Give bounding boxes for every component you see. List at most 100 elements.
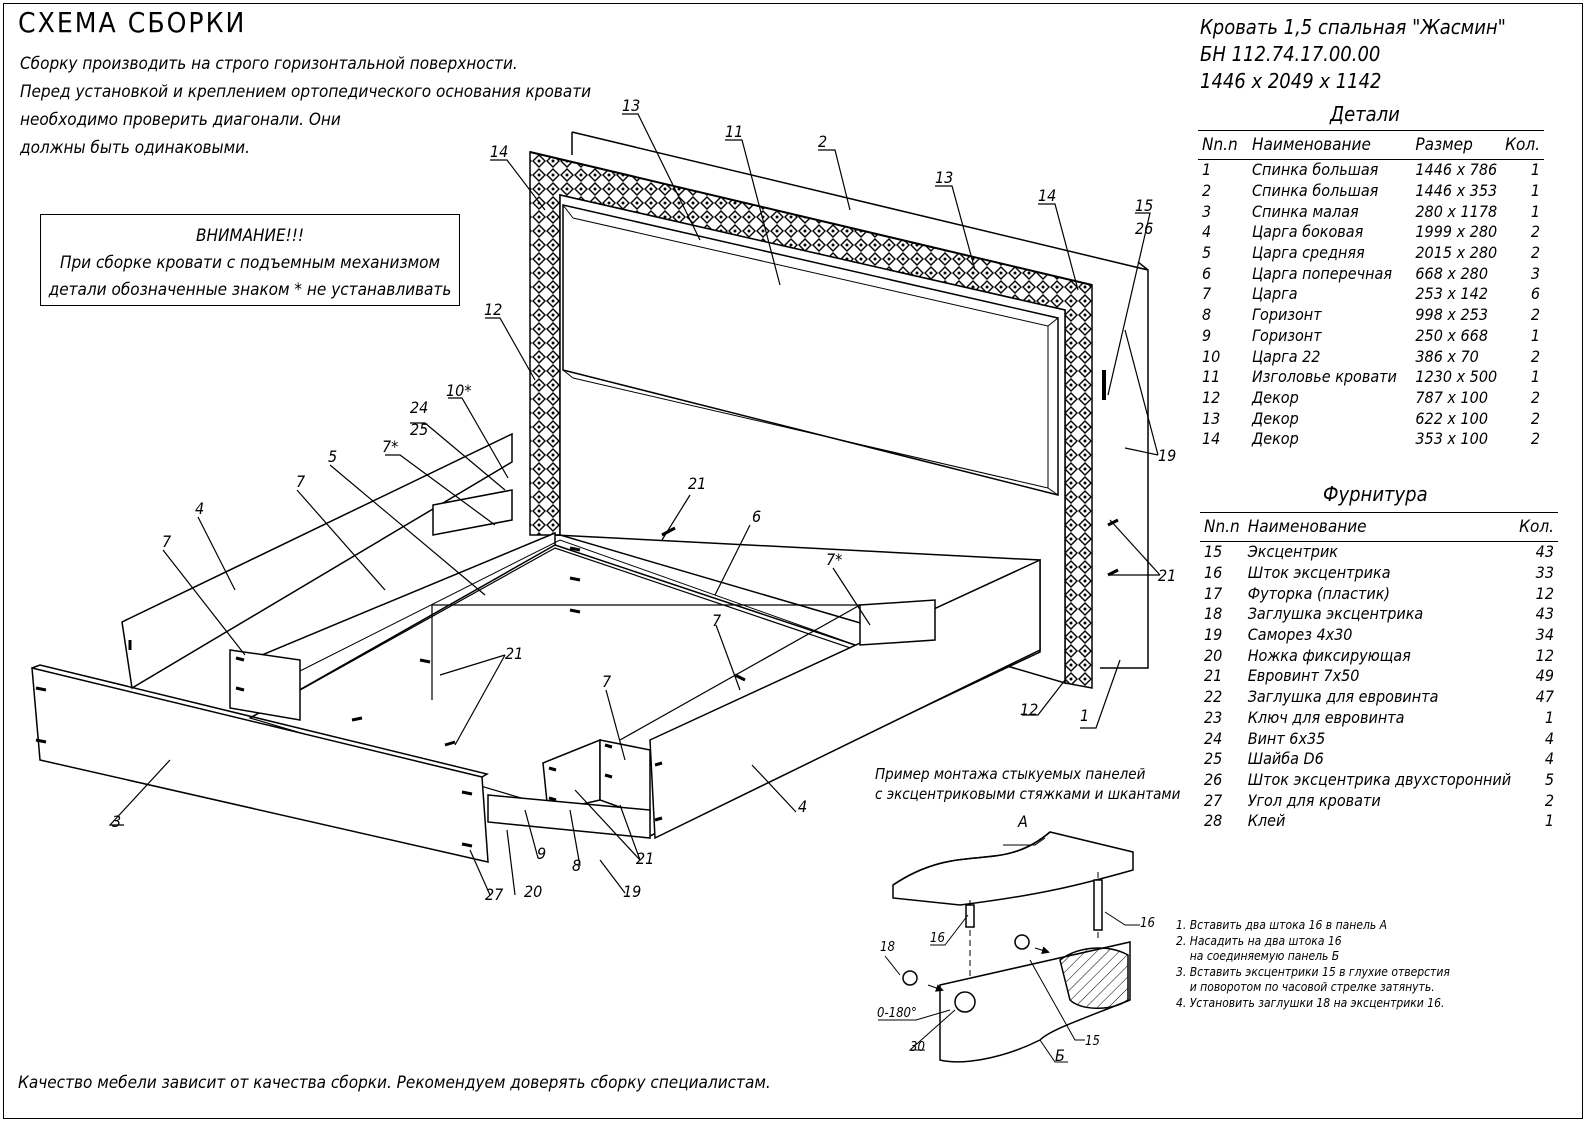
hardware-num: 17 [1204,583,1223,603]
parts-title: Детали [1330,102,1400,126]
callout-9: 9 [537,844,547,863]
part-num: 8 [1202,305,1212,325]
callout-4: 4 [195,499,205,518]
hardware-qty: 2 [1544,790,1554,810]
col-size: Размер [1411,130,1502,160]
hardware-qty: 47 [1535,687,1554,707]
hardware-name: Шток эксцентрика [1247,563,1391,583]
warning-line: детали обозначенные знаком * не устанавл… [48,280,452,300]
col-num: Nn.n [1198,130,1248,160]
hardware-name: Угол для кровати [1247,790,1381,810]
hardware-qty: 12 [1535,645,1554,665]
footboard [31,667,489,863]
part-size: 622 x 100 [1415,408,1488,428]
callout-13: 13 [622,96,641,115]
part-name: Декор [1252,387,1299,407]
part-name: Горизонт [1252,325,1322,345]
hardware-qty: 4 [1544,749,1554,769]
hardware-qty: 12 [1535,583,1554,603]
callout-7: 7 [296,472,306,491]
detail-label-b: Б [1055,1046,1065,1065]
part-size: 353 x 100 [1415,429,1488,449]
hardware-name: Ножка фиксирующая [1247,645,1411,665]
hardware-name: Шайба D6 [1247,749,1324,769]
product-size: 1446 x 2049 x 1142 [1200,69,1382,93]
step-line: и поворотом по часовой стрелке затянуть. [1176,980,1435,994]
part-num: 4 [1202,222,1212,242]
callout-19: 19 [623,882,642,901]
callout-12: 12 [484,300,503,319]
hardware-num: 28 [1204,811,1223,831]
example-caption: Пример монтажа стыкуемых панелей с эксце… [875,764,1180,804]
part-num: 11 [1202,367,1221,387]
part-num: 13 [1202,408,1221,428]
hardware-qty: 43 [1535,604,1554,624]
callout-15: 15 [1135,196,1154,215]
hardware-qty: 43 [1535,542,1554,562]
intro-line: Сборку производить на строго горизонталь… [20,54,518,74]
callout-7: 7 [712,611,722,630]
callout-7-star: 7* [826,550,843,569]
hardware-num: 27 [1204,790,1223,810]
hardware-name: Евровинт 7х50 [1247,666,1360,686]
hardware-qty: 1 [1544,811,1554,831]
part-qty: 2 [1530,222,1540,242]
part-qty: 3 [1530,263,1540,283]
col-name: Наименование [1243,512,1516,542]
part-name: Декор [1252,408,1299,428]
intro-text: Сборку производить на строго горизонталь… [20,50,591,162]
hardware-num: 18 [1204,604,1223,624]
detail-label-16: 16 [1140,916,1155,931]
hardware-num: 20 [1204,645,1223,665]
col-qty: Кол. [1515,512,1558,542]
hardware-qty: 4 [1544,728,1554,748]
part-size: 1999 x 280 [1415,222,1498,242]
col-name: Наименование [1248,130,1412,160]
part-qty: 2 [1530,346,1540,366]
part-size: 250 x 668 [1415,325,1488,345]
intro-line: необходимо проверить диагонали. Они [20,110,341,130]
hardware-name: Эксцентрик [1247,542,1338,562]
part-size: 2015 x 280 [1415,243,1498,263]
side-rail-far [121,432,513,690]
part-qty: 2 [1530,243,1540,263]
hardware-qty: 34 [1535,625,1554,645]
part-name: Спинка большая [1252,181,1379,201]
hardware-row: 28 Клей 1 [1200,811,1558,832]
part-name: Царга 22 [1252,346,1321,366]
panel-back-2 [571,131,1149,669]
callout-3: 3 [112,812,122,831]
part-qty: 1 [1530,160,1540,180]
detail-label-16: 16 [930,931,945,946]
footer-note: Качество мебели зависит от качества сбор… [18,1073,771,1093]
part-name: Царга средняя [1252,243,1365,263]
part-name: Спинка большая [1252,160,1379,180]
part-size: 998 x 253 [1415,305,1488,325]
part-size: 1230 x 500 [1415,367,1498,387]
step-line: на соединяемую панель Б [1176,949,1340,963]
callout-5: 5 [328,447,338,466]
callout-7: 7 [162,532,172,551]
product-info: Кровать 1,5 спальная "Жасмин" БН 112.74.… [1200,14,1506,95]
callout-21: 21 [688,474,707,493]
part-qty: 2 [1530,305,1540,325]
hardware-name: Шток эксцентрика двухсторонний [1247,769,1512,789]
example-caption-line: Пример монтажа стыкуемых панелей [875,765,1146,783]
part-size: 280 x 1178 [1415,201,1498,221]
hardware-name: Клей [1247,811,1286,831]
part-name: Декор [1252,429,1299,449]
